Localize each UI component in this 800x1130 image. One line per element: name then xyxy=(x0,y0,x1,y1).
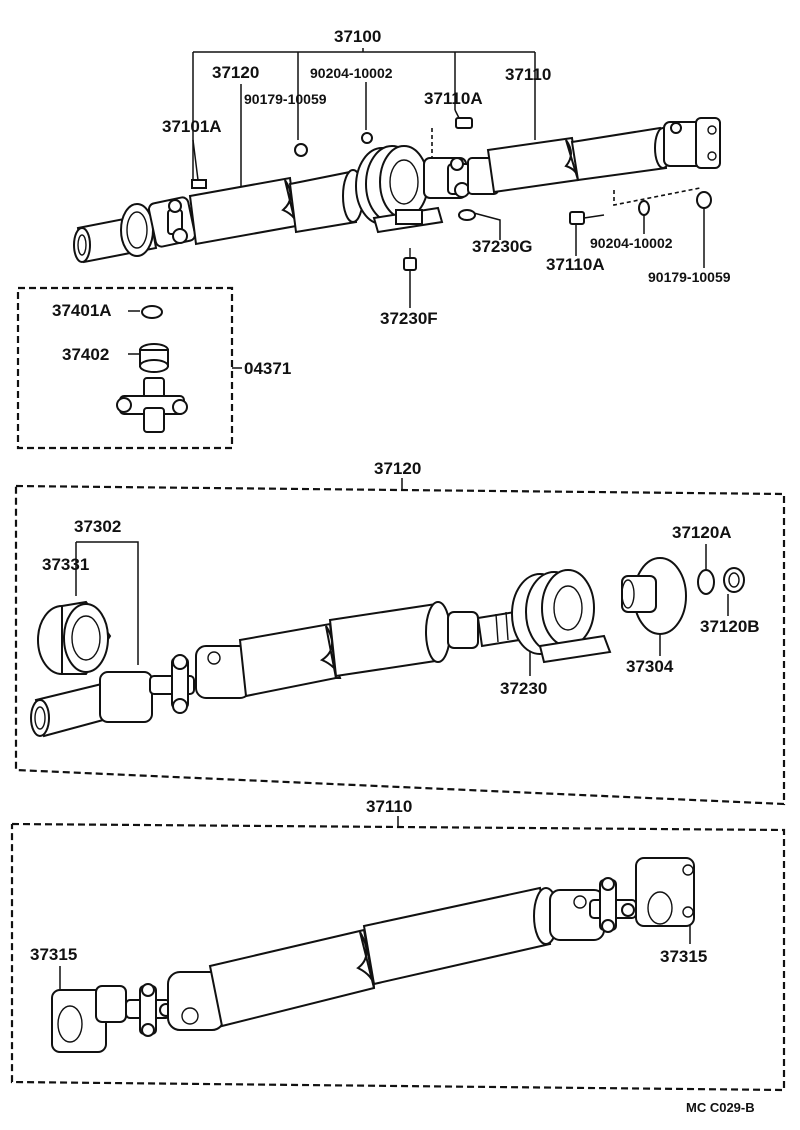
label-37401A: 37401A xyxy=(52,301,112,320)
label-37230: 37230 xyxy=(500,679,547,698)
dust-seal-37331 xyxy=(37,600,112,675)
label-37230G: 37230G xyxy=(472,237,533,256)
nut-37120B xyxy=(723,567,745,593)
label-90204-10002-right: 90204-10002 xyxy=(590,235,673,251)
leader-37101A xyxy=(192,139,199,181)
rear-universal-joint xyxy=(147,196,197,248)
label-37315-right: 37315 xyxy=(660,947,707,966)
section-37110: 37110 37315 37315 xyxy=(10,797,786,1092)
label-90204-10002-top: 90204-10002 xyxy=(310,65,393,81)
washer-37120A xyxy=(697,569,715,595)
spider-kit-box: 37401A 37402 04371 xyxy=(16,286,291,450)
universal-joint-left xyxy=(125,983,173,1037)
dashed-leader-right xyxy=(613,187,701,206)
hardware-washer-right xyxy=(638,200,650,216)
label-37120: 37120 xyxy=(212,63,259,82)
front-flange-yoke xyxy=(663,117,721,169)
label-04371: 04371 xyxy=(244,359,291,378)
rear-tube xyxy=(188,169,364,246)
companion-flange-37304 xyxy=(621,557,687,635)
section-37120: 37120 37302 37331 37120A 37120B 37304 37… xyxy=(14,459,786,806)
hardware-bolt-right xyxy=(569,211,605,225)
front-tube xyxy=(486,126,672,194)
flange-yoke-right xyxy=(635,857,695,927)
mid-tube xyxy=(238,601,451,698)
long-tube xyxy=(208,886,559,1028)
label-37101A: 37101A xyxy=(162,117,222,136)
tube-yoke-37302 xyxy=(195,645,251,699)
bearing-cup xyxy=(139,343,169,373)
label-section-37110: 37110 xyxy=(366,797,412,816)
universal-joint-right xyxy=(589,877,637,933)
label-37100: 37100 xyxy=(334,27,381,46)
spider-cross xyxy=(116,377,188,433)
diagram-code: MC C029-B xyxy=(686,1100,755,1115)
label-90179-10059-right: 90179-10059 xyxy=(648,269,731,285)
top-assembly: 37100 37120 90204-10002 37110 90179-1005… xyxy=(73,27,731,328)
leader-37230G xyxy=(469,211,501,240)
label-37110A-top: 37110A xyxy=(424,89,483,108)
hardware-washer-top xyxy=(361,132,373,144)
slip-yoke-shaft xyxy=(30,671,153,738)
hardware-bolt-top xyxy=(455,117,473,129)
label-37402: 37402 xyxy=(62,345,109,364)
snap-ring xyxy=(141,305,164,319)
rear-stub-shaft xyxy=(73,203,158,264)
label-37302: 37302 xyxy=(74,517,121,536)
label-37331: 37331 xyxy=(42,555,89,574)
center-support-bearing-37230 xyxy=(511,569,612,664)
label-90179-10059-top: 90179-10059 xyxy=(244,91,327,107)
assembly-bracket-37100 xyxy=(192,48,536,185)
hardware-bolt-37230F xyxy=(403,248,417,271)
center-support-bearing-top xyxy=(355,145,444,234)
label-37120B: 37120B xyxy=(700,617,760,636)
label-37304: 37304 xyxy=(626,657,674,676)
hardware-clip-37101A xyxy=(191,179,207,189)
center-universal-joint xyxy=(423,157,499,199)
label-37315-left: 37315 xyxy=(30,945,77,964)
label-37110: 37110 xyxy=(505,65,551,84)
hardware-washer-37230G xyxy=(458,209,476,221)
hardware-nut-right xyxy=(696,191,712,209)
flange-yoke-left xyxy=(51,985,127,1053)
label-37120A: 37120A xyxy=(672,523,732,542)
label-section-37120: 37120 xyxy=(374,459,421,478)
hardware-nut-top xyxy=(294,143,308,157)
label-37230F: 37230F xyxy=(380,309,438,328)
label-37110A-bottom: 37110A xyxy=(546,255,605,274)
